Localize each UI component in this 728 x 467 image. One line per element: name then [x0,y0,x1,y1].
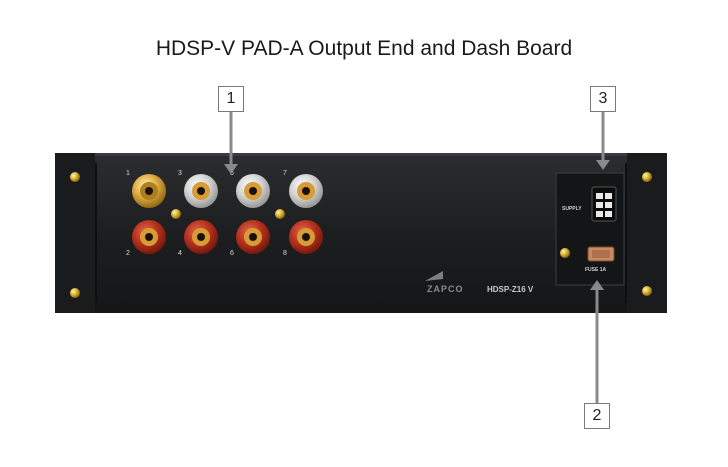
rca-jack-5 [236,174,270,208]
brand-logo: ZAPCO [425,271,464,294]
power-connector-icon [591,186,617,222]
rca-jack-8 [289,220,323,254]
arrow-icon [596,160,610,170]
channel-labels: 1 3 5 7 2 4 6 8 [126,170,287,257]
rca-jack-4 [184,220,218,254]
rca-output-group [132,174,323,254]
callout-box-2: 2 [584,403,610,429]
rca-jack-6 [236,220,270,254]
fuse-label: FUSE 1A [585,267,607,273]
svg-text:ZAPCO: ZAPCO [427,284,464,294]
screw-icon [70,172,652,298]
channel-label: 7 [283,170,287,177]
channel-label: 4 [178,250,182,257]
rca-jack-1 [132,174,166,208]
rca-jack-7 [289,174,323,208]
channel-label: 1 [126,170,130,177]
callout-box-3: 3 [590,86,616,112]
device-output-panel: 1 3 5 7 2 4 6 8 ZAPCO HDSP-Z16 V SUPPLY … [55,153,667,313]
channel-label: 6 [230,250,234,257]
channel-label: 2 [126,250,130,257]
channel-label: 3 [178,170,182,177]
page-title: HDSP-V PAD-A Output End and Dash Board [155,37,573,60]
rca-jack-2 [132,220,166,254]
channel-label: 5 [230,170,234,177]
rca-jack-3 [184,174,218,208]
fuse-icon [587,246,615,262]
model-label: HDSP-Z16 V [487,285,534,294]
supply-label: SUPPLY [562,206,582,212]
channel-label: 8 [283,250,287,257]
arrow-icon [590,280,604,290]
callout-box-1: 1 [218,86,244,112]
arrow-icon [224,164,238,174]
